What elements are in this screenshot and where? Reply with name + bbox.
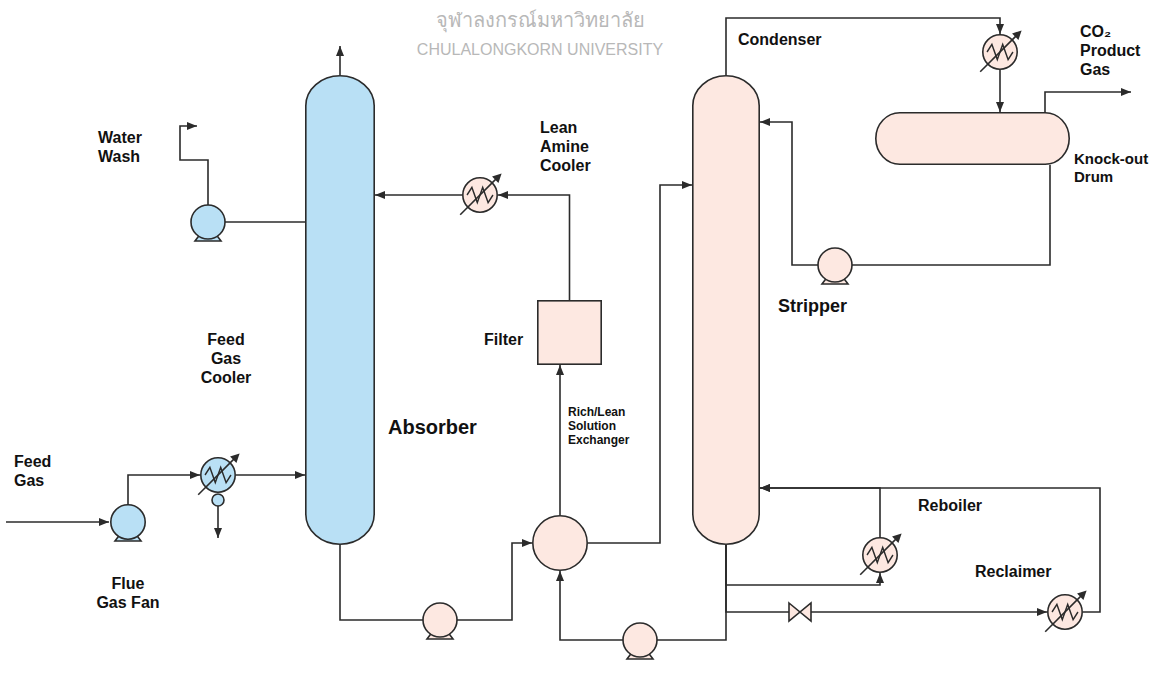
vent-line (339, 46, 341, 75)
process-line (726, 545, 880, 585)
reboiler: Reboiler (862, 537, 898, 573)
circle-outline (533, 516, 587, 570)
column-outline (306, 76, 374, 544)
process-line (128, 475, 200, 504)
arrow-head (892, 533, 902, 543)
equipment-label: Knock-out Drum (1074, 150, 1154, 186)
feed-gas-cooler: Feed Gas Cooler (200, 457, 236, 493)
condensate-drain-line (217, 506, 219, 538)
stream-label: CO₂ Product Gas (1080, 22, 1154, 79)
reclaimer: Reclaimer (1047, 594, 1083, 630)
shape-outline (1047, 594, 1083, 630)
feed-gas-line (6, 521, 109, 523)
process-line (588, 185, 692, 543)
utility-arrow (980, 34, 1017, 71)
process-line (760, 488, 1100, 612)
condenser-exchanger: Condenser (982, 34, 1018, 70)
shape-outline (537, 300, 602, 365)
shape-outline (305, 75, 375, 545)
equipment-label: Filter (484, 330, 534, 349)
arrow-head (492, 173, 502, 183)
equipment-label: Lean Amine Cooler (540, 118, 604, 175)
absorber-column: Absorber (305, 75, 375, 545)
process-line (498, 195, 570, 300)
watermark-text: CHULALONGKORN UNIVERSITY (395, 40, 685, 59)
equipment-label: Condenser (738, 30, 848, 49)
shape-outline (982, 34, 1018, 70)
stream-label: Water Wash (98, 128, 164, 166)
equipment-label: Reboiler (918, 496, 1008, 515)
drain-pot (212, 494, 224, 506)
shape-outline (200, 457, 236, 493)
flue-gas-fan: Flue Gas Fan (110, 504, 146, 540)
equipment-label: Absorber (388, 415, 498, 439)
shape-outline (110, 504, 146, 540)
process-line (726, 18, 1000, 75)
process-line (375, 194, 462, 196)
process-line (999, 70, 1001, 112)
process-line (559, 365, 561, 515)
utility-arrow (198, 457, 235, 494)
pump-symbol (191, 205, 225, 239)
circle-outline (111, 505, 145, 539)
arrow-head (1012, 30, 1022, 40)
knock-out-drum: Knock-out Drum (875, 112, 1070, 165)
rich-lean-exchanger: Rich/Lean Solution Exchanger (532, 515, 588, 571)
water-wash-line (225, 221, 305, 223)
equipment-label: Rich/Lean Solution Exchanger (568, 405, 644, 447)
utility-arrow (1045, 594, 1082, 631)
shape-outline (862, 537, 898, 573)
pump-symbol (818, 248, 852, 282)
shape-outline (875, 112, 1070, 165)
shape-outline (462, 177, 498, 213)
equipment-label: Flue Gas Fan (95, 574, 161, 612)
column-outline (693, 76, 759, 544)
arrow-head (1077, 590, 1087, 600)
stripper-column: Stripper (692, 75, 760, 545)
box-outline (538, 301, 601, 364)
drum-outline (876, 113, 1069, 164)
utility-arrow (860, 537, 897, 574)
filter-box: Filter (537, 300, 602, 365)
process-line (236, 474, 305, 476)
valve-symbol (789, 603, 811, 621)
arrow-head (230, 453, 240, 463)
product-gas-line (1045, 92, 1131, 112)
lean-amine-cooler: Lean Amine Cooler (462, 177, 498, 213)
shape-outline (692, 75, 760, 545)
pump-symbol (423, 603, 457, 637)
water-wash-line (180, 126, 208, 205)
utility-arrow (460, 177, 497, 214)
equipment-label: Stripper (778, 295, 878, 317)
equipment-label: Reclaimer (975, 562, 1065, 581)
equipment-label: Feed Gas Cooler (194, 330, 258, 387)
pump-symbol (623, 623, 657, 657)
watermark-text: จุฬาลงกรณ์มหาวิทยาลัย (395, 8, 685, 32)
process-line (760, 488, 880, 537)
stream-label: Feed Gas (14, 452, 64, 490)
shape-outline (532, 515, 588, 571)
